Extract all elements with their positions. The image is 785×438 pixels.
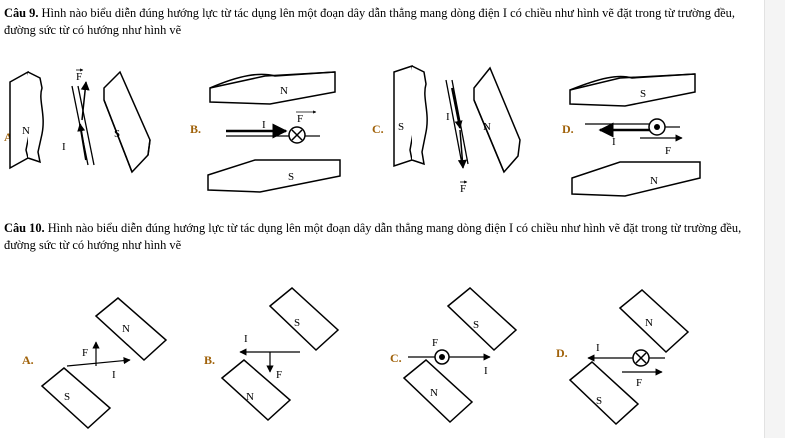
q10-option-d-figure: D. N I F S <box>556 289 690 426</box>
vertical-scrollbar[interactable] <box>764 0 785 438</box>
question-9-text: Hình nào biểu diễn đúng hướng lực từ tác… <box>4 6 735 37</box>
current-label: I <box>244 333 248 345</box>
question-10-number: Câu 10. <box>4 221 45 235</box>
force-label: F <box>297 113 303 125</box>
south-label: S <box>640 88 646 100</box>
south-label: S <box>114 128 120 140</box>
q10-option-b-figure: B. S I F N <box>204 287 340 422</box>
north-label: N <box>483 121 491 133</box>
current-label: I <box>612 136 616 148</box>
north-label: N <box>246 391 254 403</box>
current-label: I <box>112 369 116 381</box>
south-label: S <box>596 395 602 407</box>
north-pole-magnet <box>9 70 32 170</box>
south-label: S <box>294 317 300 329</box>
north-label: N <box>650 175 658 187</box>
force-label: F <box>276 369 282 381</box>
current-label: I <box>596 342 600 354</box>
force-label: F <box>432 337 438 349</box>
south-label: S <box>288 171 294 183</box>
north-pole-magnet <box>618 289 690 354</box>
q10-option-d-label: D. <box>556 346 568 360</box>
north-pole-magnet <box>94 297 168 362</box>
question-10: Câu 10. Hình nào biểu diễn đúng hướng lự… <box>4 220 764 254</box>
current-label: I <box>62 141 66 153</box>
q9-option-b-figure: B. N I F S <box>190 71 341 193</box>
north-label: N <box>645 317 653 329</box>
south-pole-magnet <box>569 73 696 107</box>
q9-option-d-label: D. <box>562 122 574 136</box>
north-label: N <box>430 387 438 399</box>
q9-option-c-label: C. <box>372 122 384 136</box>
north-pole-magnet <box>402 359 474 424</box>
q10-option-c-figure: C. S F I N <box>390 287 518 424</box>
q9-option-d-figure: D. S I F N <box>562 73 701 197</box>
south-pole-magnet <box>568 361 640 426</box>
force-label: F <box>460 183 466 195</box>
q10-option-a-figure: A. N F I S <box>22 297 168 430</box>
south-label: S <box>398 121 404 133</box>
south-pole-magnet <box>393 65 416 168</box>
q9-option-c-figure: C. S I F N <box>372 65 521 195</box>
force-label: F <box>82 347 88 359</box>
south-label: S <box>473 319 479 331</box>
force-label: F <box>665 145 671 157</box>
south-pole-magnet <box>207 159 341 193</box>
q9-option-a-figure: A. N F I S <box>4 68 151 174</box>
current-label: I <box>446 111 450 123</box>
north-pole-magnet <box>220 359 292 422</box>
q10-option-a-label: A. <box>22 353 34 367</box>
north-label: N <box>22 125 30 137</box>
south-label: S <box>64 391 70 403</box>
q9-option-b-label: B. <box>190 122 201 136</box>
force-label: F <box>636 377 642 389</box>
question-10-text: Hình nào biểu diễn đúng hướng lực từ tác… <box>4 221 742 252</box>
question-9: Câu 9. Hình nào biểu diễn đúng hướng lực… <box>4 5 764 39</box>
q10-option-b-label: B. <box>204 353 215 367</box>
south-pole-magnet <box>268 287 340 352</box>
q10-option-c-label: C. <box>390 351 402 365</box>
current-label: I <box>484 365 488 377</box>
north-label: N <box>280 85 288 97</box>
north-pole-magnet <box>209 71 336 105</box>
south-pole-magnet <box>103 70 151 174</box>
current-label: I <box>262 119 266 131</box>
force-label: F <box>76 71 82 83</box>
north-pole-magnet <box>571 161 701 197</box>
south-pole-magnet <box>446 287 518 352</box>
south-pole-magnet <box>40 367 112 430</box>
question-9-number: Câu 9. <box>4 6 39 20</box>
north-label: N <box>122 323 130 335</box>
